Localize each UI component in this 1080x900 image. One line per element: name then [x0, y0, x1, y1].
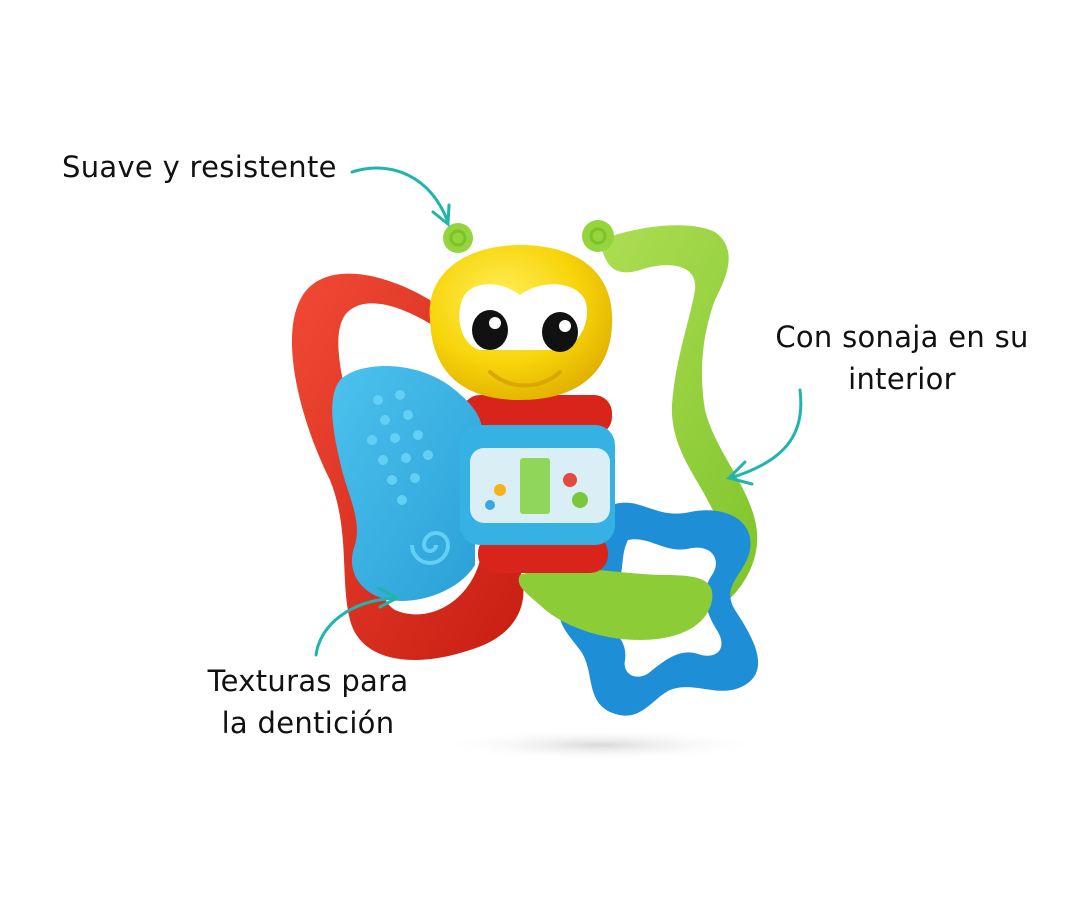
annotation-bottom-line1: Texturas para — [207, 664, 409, 698]
annotation-soft-resistant: Suave y resistente — [62, 146, 337, 188]
arrow-top-head-icon — [431, 203, 451, 227]
annotation-rattle-inside: Con sonaja en su interior — [752, 316, 1052, 400]
arrow-bottom-head-icon — [376, 586, 401, 609]
annotation-teething-textures: Texturas para la dentición — [180, 660, 436, 744]
annotation-right-line1: Con sonaja en su — [775, 320, 1029, 354]
annotation-arrows — [314, 166, 803, 657]
arrow-right — [728, 388, 803, 480]
green-leaf — [518, 568, 713, 640]
arrow-right-head-icon — [726, 460, 754, 486]
red-wing — [291, 273, 524, 660]
blue-textured-wing — [332, 366, 483, 601]
annotation-right-line2: interior — [848, 362, 956, 396]
arrow-bottom — [314, 596, 399, 657]
annotation-bottom-line2: la dentición — [221, 706, 395, 740]
green-wing — [530, 225, 758, 634]
floor-shadow — [440, 729, 760, 761]
butterfly-head — [429, 245, 613, 400]
arrow-top — [350, 166, 450, 224]
annotation-top-line1: Suave y resistente — [62, 150, 337, 184]
rattle-chamber — [470, 448, 610, 523]
antennae — [443, 220, 614, 253]
